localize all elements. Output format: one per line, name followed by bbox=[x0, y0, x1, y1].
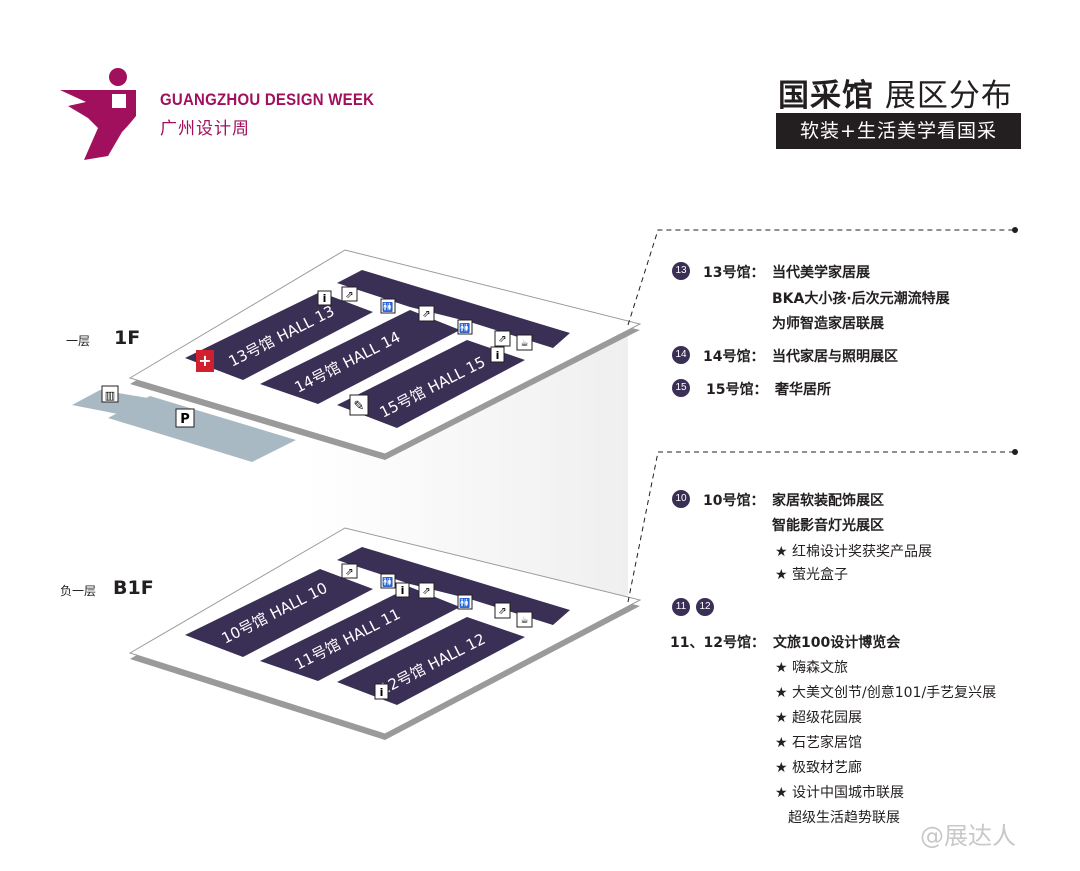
legend-sub: ★ 嗨森文旅 bbox=[775, 660, 849, 676]
floor-label-1f: 一层 bbox=[66, 334, 91, 348]
legend-sub: ★ 超级花园展 bbox=[775, 710, 863, 726]
hall-14[interactable] bbox=[260, 310, 460, 404]
toilet-icon: 🚻 bbox=[457, 319, 473, 335]
leader-line-1f bbox=[627, 229, 1015, 326]
escalator-icon: ⇗ bbox=[494, 330, 511, 347]
corridor bbox=[337, 270, 570, 348]
floor-1f: ▥ P 13号馆HALL 13 14号馆HALL 14 15号馆HALL 15 … bbox=[72, 249, 642, 462]
page-subtitle: 软装+生活美学看国采 bbox=[776, 113, 1021, 149]
toilet-icon: 🚻 bbox=[380, 573, 396, 589]
legend-sub: ★ 红棉设计奖获奖产品展 bbox=[775, 544, 933, 560]
floor-b1f: 10号馆HALL 10 11号馆HALL 11 12号馆HALL 12 ⇗ 🚻 … bbox=[128, 527, 642, 740]
legend-sub: 超级生活趋势联展 bbox=[788, 810, 900, 826]
leader-line-b1f bbox=[627, 451, 1015, 603]
title-rest: 展区分布 bbox=[874, 78, 1013, 114]
svg-text:🚻: 🚻 bbox=[382, 576, 393, 588]
svg-text:⇗: ⇗ bbox=[345, 290, 353, 301]
hall-badge-11: 11 bbox=[672, 598, 690, 616]
legend-hall-13: 13号馆： bbox=[703, 265, 765, 281]
brand-name-cn: 广州设计周 bbox=[160, 119, 250, 139]
info-icon: i bbox=[490, 346, 505, 363]
parking-area bbox=[108, 396, 296, 462]
svg-text:⇗: ⇗ bbox=[422, 586, 430, 597]
gdw-logo-icon bbox=[60, 68, 136, 160]
floor-code-b1f: B1F bbox=[113, 577, 154, 599]
legend-line: 当代美学家居展 bbox=[772, 265, 870, 281]
svg-text:▥: ▥ bbox=[105, 389, 115, 402]
floor-label-b1f: 负一层 bbox=[60, 584, 97, 598]
svg-text:⇗: ⇗ bbox=[422, 309, 430, 320]
first-aid-icon bbox=[196, 350, 214, 372]
title-bold: 国采馆 bbox=[778, 78, 874, 114]
legend-line: 文旅100设计博览会 bbox=[773, 635, 901, 651]
brand-name-en: GUANGZHOU DESIGN WEEK bbox=[160, 90, 375, 109]
page-title: 国采馆 展区分布 bbox=[778, 70, 1013, 115]
escalator-icon: ⇗ bbox=[418, 305, 435, 322]
hall-11[interactable] bbox=[260, 587, 460, 681]
svg-text:⇗: ⇗ bbox=[498, 606, 506, 617]
hall-badge-13: 13 bbox=[672, 262, 690, 280]
toilet-icon: 🚻 bbox=[380, 298, 396, 314]
legend-hall-10: 10号馆： bbox=[703, 493, 765, 509]
legend-sub: ★ 极致材艺廊 bbox=[775, 760, 863, 776]
info-icon: i bbox=[395, 582, 410, 598]
svg-text:⇗: ⇗ bbox=[345, 567, 353, 578]
svg-text:i: i bbox=[380, 686, 384, 699]
legend-line: BKA大小孩·后次元潮流特展 bbox=[772, 291, 950, 307]
svg-text:🚻: 🚻 bbox=[459, 597, 470, 609]
floor-code-1f: 1F bbox=[114, 327, 141, 349]
corridor bbox=[337, 547, 570, 625]
hall-badge-10: 10 bbox=[672, 490, 690, 508]
escalator-icon: ⇗ bbox=[418, 582, 435, 599]
svg-text:☕: ☕ bbox=[520, 616, 528, 626]
legend-hall-11-12: 11、12号馆： bbox=[670, 635, 765, 651]
legend-hall-14: 14号馆： bbox=[703, 349, 765, 365]
svg-text:i: i bbox=[496, 349, 500, 362]
hall-12[interactable] bbox=[337, 617, 525, 705]
legend-sub: ★ 石艺家居馆 bbox=[775, 735, 863, 751]
legend-sub: ★ 设计中国城市联展 bbox=[775, 785, 905, 801]
cafe-icon: ☕ bbox=[516, 334, 533, 351]
svg-text:✎: ✎ bbox=[354, 399, 365, 414]
svg-text:i: i bbox=[323, 292, 327, 305]
hall-badge-14: 14 bbox=[672, 346, 690, 364]
toilet-icon: 🚻 bbox=[457, 594, 473, 610]
svg-text:☕: ☕ bbox=[520, 339, 528, 349]
info-icon: i bbox=[317, 290, 332, 306]
legend-line: 家居软装配饰展区 bbox=[772, 493, 884, 509]
info-icon: i bbox=[374, 683, 389, 700]
parking-icon bbox=[175, 408, 195, 428]
legend-sub: ★ 大美文创节/创意101/手艺复兴展 bbox=[775, 685, 997, 701]
hall-badge-12: 12 bbox=[696, 598, 714, 616]
hall-13[interactable] bbox=[185, 292, 373, 380]
legend-line: 奢华居所 bbox=[775, 382, 831, 398]
svg-text:🚻: 🚻 bbox=[382, 301, 393, 313]
cafe-icon: ☕ bbox=[516, 611, 533, 628]
hall-10[interactable] bbox=[185, 569, 373, 657]
luggage-icon bbox=[101, 385, 119, 403]
legend-sub: ★ 萤光盒子 bbox=[775, 567, 849, 583]
legend-line: 为师智造家居联展 bbox=[772, 316, 884, 332]
svg-text:i: i bbox=[401, 584, 405, 597]
legend-line: 当代家居与照明展区 bbox=[772, 349, 898, 365]
watermark: @展达人 bbox=[920, 822, 1016, 850]
legend-line: 智能影音灯光展区 bbox=[772, 518, 884, 534]
pen-icon: ✎ bbox=[349, 394, 369, 416]
svg-text:⇗: ⇗ bbox=[498, 334, 506, 345]
legend-hall-15: 15号馆： bbox=[706, 382, 768, 398]
parking-label: P bbox=[180, 412, 190, 427]
svg-text:+: + bbox=[198, 351, 211, 370]
hall-15[interactable] bbox=[337, 340, 525, 428]
escalator-icon: ⇗ bbox=[341, 563, 358, 579]
escalator-icon: ⇗ bbox=[494, 602, 511, 619]
hall-badge-15: 15 bbox=[672, 379, 690, 397]
svg-text:🚻: 🚻 bbox=[459, 322, 470, 334]
escalator-icon: ⇗ bbox=[341, 286, 358, 302]
